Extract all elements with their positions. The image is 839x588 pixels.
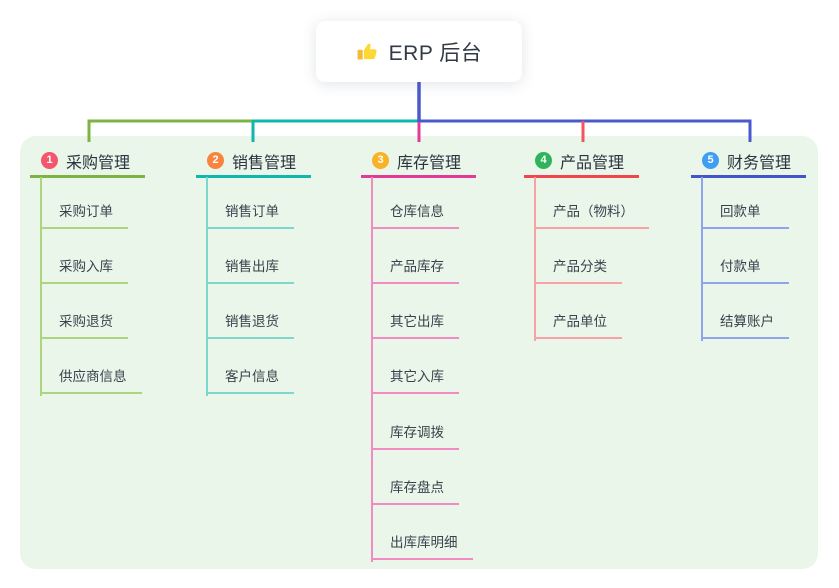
- branch-node-1[interactable]: 1 采购管理: [30, 146, 145, 178]
- root-node-label: ERP 后台: [388, 41, 483, 65]
- child-node[interactable]: 出库库明细: [371, 529, 473, 560]
- child-node-label: 采购入库: [59, 259, 113, 274]
- child-node-label: 产品单位: [553, 314, 607, 329]
- child-node[interactable]: 回款单: [701, 198, 789, 229]
- branch-node-2[interactable]: 2 销售管理: [196, 146, 311, 178]
- child-node-label: 销售订单: [225, 204, 279, 219]
- branch-2-title: 销售管理: [232, 154, 297, 172]
- child-node[interactable]: 付款单: [701, 253, 789, 284]
- child-node-label: 库存调拨: [390, 425, 444, 440]
- child-node-label: 客户信息: [225, 369, 279, 384]
- branch-2: 2 销售管理 销售订单 销售出库 销售退货 客户信息: [196, 0, 336, 588]
- child-node-label: 销售退货: [225, 314, 279, 329]
- child-node-label: 结算账户: [720, 314, 774, 329]
- child-node[interactable]: 其它出库: [371, 308, 459, 339]
- child-node-label: 仓库信息: [390, 204, 444, 219]
- child-node[interactable]: 销售退货: [206, 308, 294, 339]
- branch-5: 5 财务管理 回款单 付款单 结算账户: [691, 0, 831, 588]
- child-node[interactable]: 采购退货: [40, 308, 128, 339]
- child-node-label: 产品（物料）: [553, 204, 634, 219]
- child-node[interactable]: 结算账户: [701, 308, 789, 339]
- child-node[interactable]: 采购入库: [40, 253, 128, 284]
- branch-3-number-badge: 3: [372, 152, 389, 169]
- branch-node-4[interactable]: 4 产品管理: [524, 146, 639, 178]
- branch-1-spine-line: [40, 177, 42, 396]
- child-node-label: 付款单: [720, 259, 761, 274]
- child-node[interactable]: 产品分类: [534, 253, 622, 284]
- child-node-label: 出库库明细: [390, 535, 458, 550]
- child-node-label: 产品库存: [390, 259, 444, 274]
- child-node[interactable]: 产品库存: [371, 253, 459, 284]
- branch-2-spine-line: [206, 177, 208, 396]
- branch-5-number-badge: 5: [702, 152, 719, 169]
- mindmap-background-panel: [20, 136, 818, 569]
- child-node-label: 采购退货: [59, 314, 113, 329]
- child-node-label: 库存盘点: [390, 480, 444, 495]
- child-node-label: 回款单: [720, 204, 761, 219]
- child-node[interactable]: 客户信息: [206, 363, 294, 394]
- child-node[interactable]: 采购订单: [40, 198, 128, 229]
- branch-1: 1 采购管理 采购订单 采购入库 采购退货 供应商信息: [30, 0, 170, 588]
- child-node-label: 其它入库: [390, 369, 444, 384]
- child-node[interactable]: 库存调拨: [371, 419, 459, 450]
- branch-4-title: 产品管理: [560, 154, 625, 172]
- child-node[interactable]: 仓库信息: [371, 198, 459, 229]
- child-node[interactable]: 销售出库: [206, 253, 294, 284]
- child-node[interactable]: 销售订单: [206, 198, 294, 229]
- child-node[interactable]: 产品（物料）: [534, 198, 649, 229]
- child-node-label: 供应商信息: [59, 369, 127, 384]
- thumbs-up-icon: [356, 40, 379, 63]
- branch-4-number-badge: 4: [535, 152, 552, 169]
- child-node[interactable]: 其它入库: [371, 363, 459, 394]
- branch-5-title: 财务管理: [727, 154, 792, 172]
- branch-node-5[interactable]: 5 财务管理: [691, 146, 806, 178]
- root-node-erp[interactable]: ERP 后台: [316, 21, 522, 82]
- child-node-label: 销售出库: [225, 259, 279, 274]
- child-node[interactable]: 库存盘点: [371, 474, 459, 505]
- child-node-label: 其它出库: [390, 314, 444, 329]
- branch-1-number-badge: 1: [41, 152, 58, 169]
- child-node[interactable]: 产品单位: [534, 308, 622, 339]
- child-node-label: 产品分类: [553, 259, 607, 274]
- branch-4: 4 产品管理 产品（物料） 产品分类 产品单位: [524, 0, 664, 588]
- branch-3-title: 库存管理: [397, 154, 462, 172]
- branch-4-spine-line: [534, 177, 536, 341]
- branch-3-spine-line: [371, 177, 373, 562]
- branch-3: 3 库存管理 仓库信息 产品库存 其它出库 其它入库 库存调拨 库存盘点 出库库…: [361, 0, 501, 588]
- branch-5-spine-line: [701, 177, 703, 341]
- branch-1-title: 采购管理: [66, 154, 131, 172]
- branch-node-3[interactable]: 3 库存管理: [361, 146, 476, 178]
- branch-2-number-badge: 2: [207, 152, 224, 169]
- child-node-label: 采购订单: [59, 204, 113, 219]
- child-node[interactable]: 供应商信息: [40, 363, 142, 394]
